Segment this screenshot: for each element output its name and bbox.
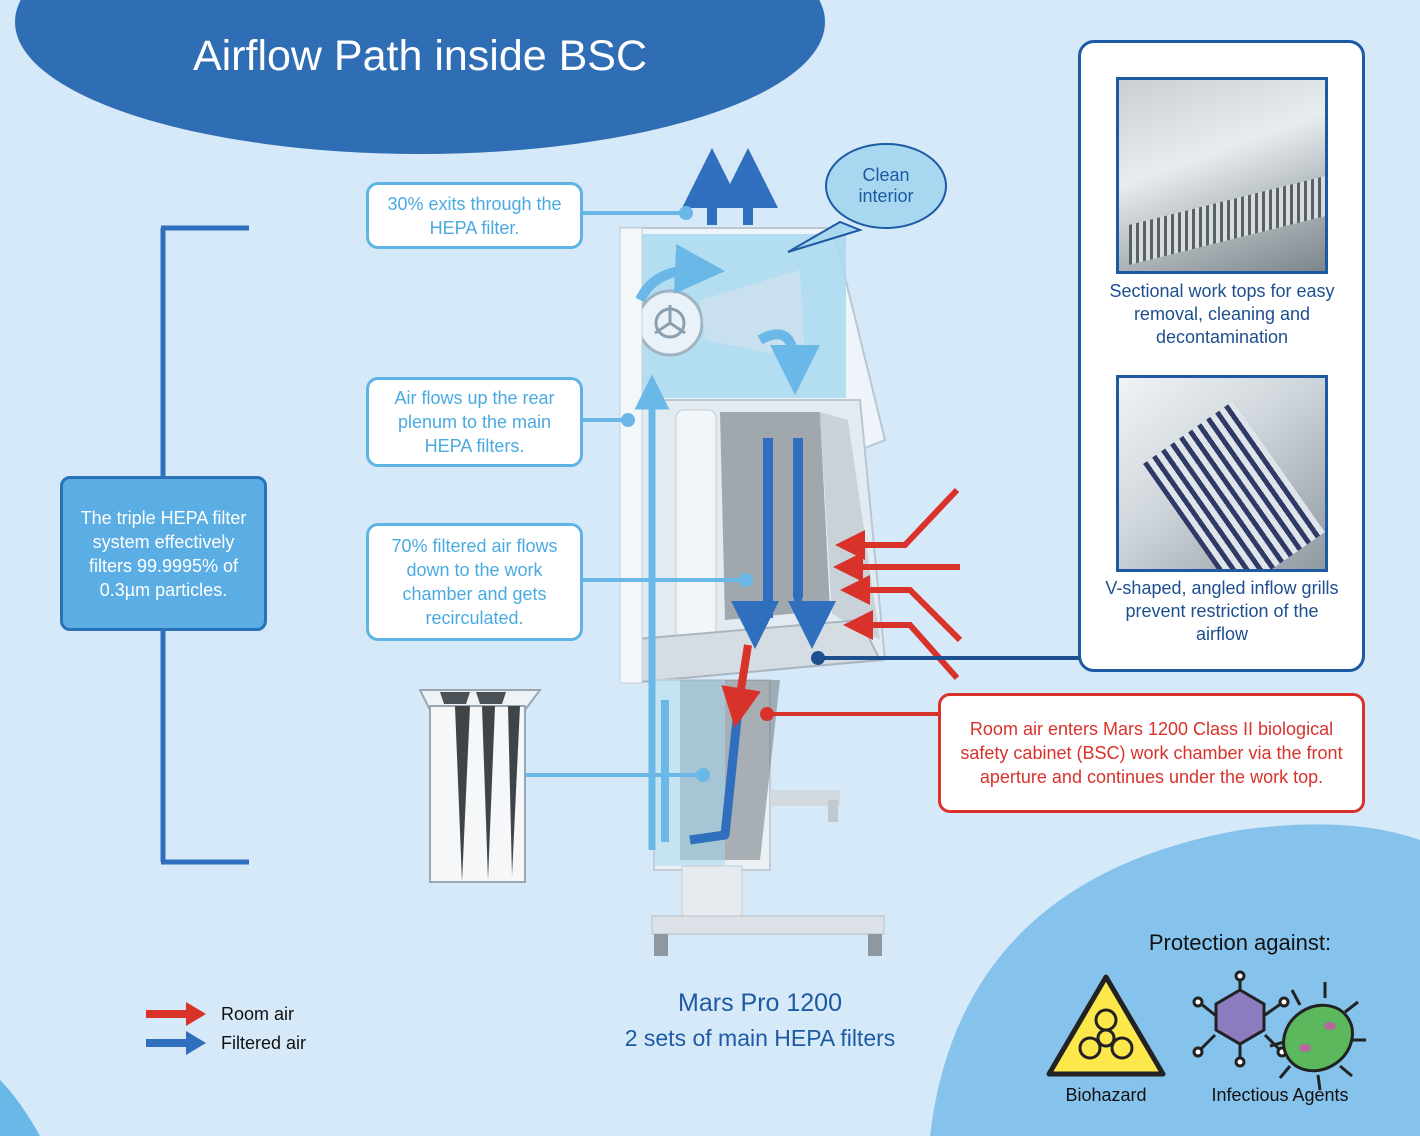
filtered-air-arrows: [682, 148, 836, 845]
clean-bubble-shape: [825, 143, 947, 229]
corner-decoration-left: [0, 1080, 40, 1136]
model-name: Mars Pro 1200: [678, 989, 842, 1017]
inflow-grill-pattern: [1143, 400, 1325, 569]
virus-icon: [1192, 970, 1290, 1068]
legend-room-air: Room air: [221, 1004, 295, 1024]
callout-exit-text: 30% exits through the HEPA filter.: [387, 193, 562, 238]
callout-exit: 30% exits through the HEPA filter.: [366, 182, 583, 249]
protection-title: Protection against:: [1148, 930, 1332, 955]
bacteria-icon: [1269, 982, 1366, 1091]
title-banner: [15, 0, 825, 154]
callout-rear-plenum: Air flows up the rear plenum to the main…: [366, 377, 583, 467]
legend-filtered-air: Filtered air: [221, 1033, 307, 1053]
biohazard-label: Biohazard: [1065, 1085, 1147, 1105]
clean-interior-text: Clean interior: [858, 165, 914, 206]
callout-rear-plenum-text: Air flows up the rear plenum to the main…: [394, 388, 555, 456]
photo-inflow-grill: [1116, 375, 1328, 572]
callout-room-air-text: Room air enters Mars 1200 Class II biolo…: [960, 719, 1343, 787]
hepa-filter-illustration: [418, 689, 542, 883]
photo-inflow-grill-caption: V-shaped, angled inflow grills prevent r…: [1105, 578, 1339, 644]
biohazard-icon: [1046, 974, 1166, 1077]
photo-worktop: [1116, 77, 1328, 274]
triple-hepa-box: The triple HEPA filter system effectivel…: [60, 476, 267, 631]
triple-hepa-text: The triple HEPA filter system effectivel…: [80, 507, 247, 600]
room-air-arrows: [721, 487, 963, 728]
legend-arrows: [146, 1002, 206, 1055]
clean-interior-label: Clean interior: [826, 145, 946, 227]
infectious-agents-label: Infectious Agents: [1211, 1085, 1349, 1105]
callout-room-air: Room air enters Mars 1200 Class II biolo…: [938, 693, 1365, 813]
model-subtitle: 2 sets of main HEPA filters: [624, 1025, 896, 1051]
model-label: Mars Pro 1200 2 sets of main HEPA filter…: [560, 985, 960, 1055]
page-title: Airflow Path inside BSC: [192, 32, 648, 80]
photo-worktop-caption: Sectional work tops for easy removal, cl…: [1109, 281, 1335, 347]
callout-recirculate: 70% filtered air flows down to the work …: [366, 523, 583, 641]
worktop-grill: [1129, 175, 1325, 265]
callout-recirculate-text: 70% filtered air flows down to the work …: [391, 536, 558, 628]
clean-bubble-tail: [787, 220, 864, 253]
connector-lines: [525, 206, 1080, 782]
cabinet-illustration: [618, 227, 887, 956]
